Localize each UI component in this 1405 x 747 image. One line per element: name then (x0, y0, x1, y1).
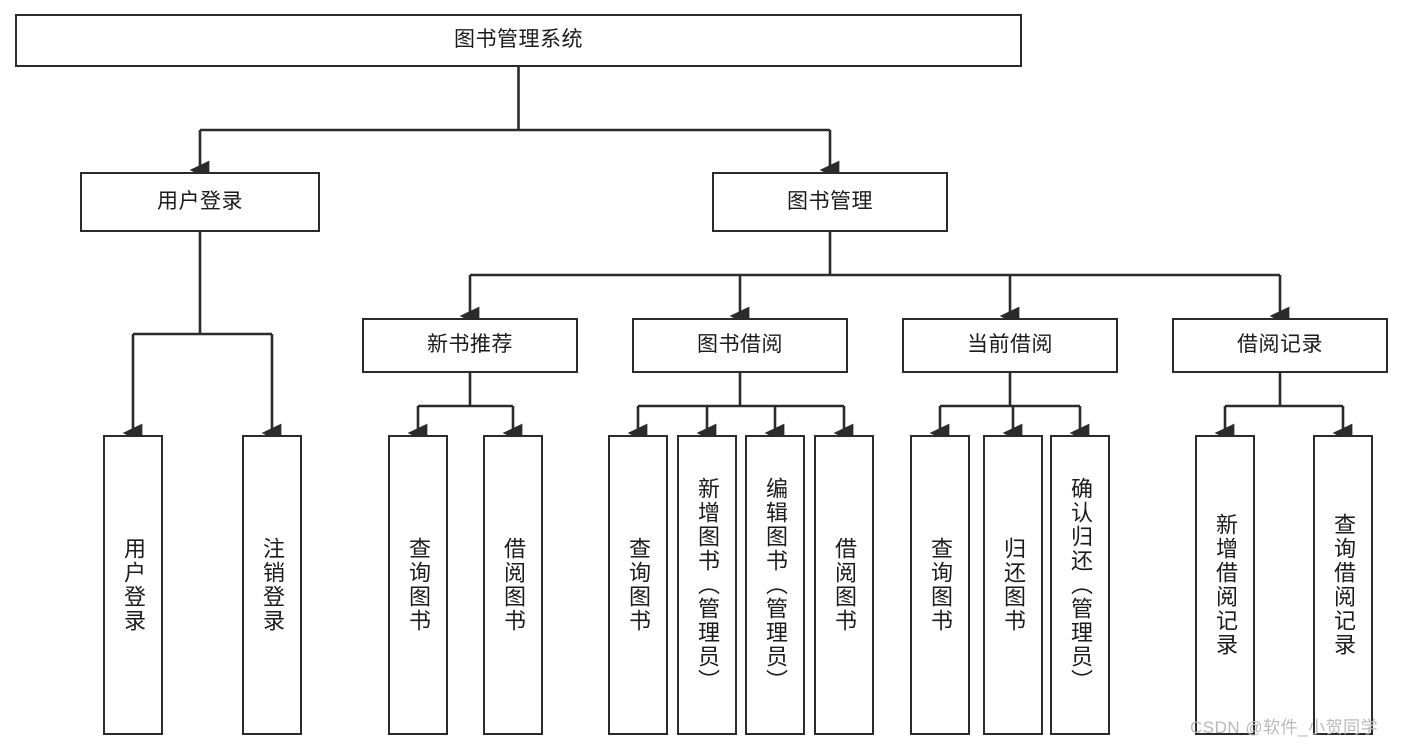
node-label: 用户登录 (157, 189, 243, 213)
node-l3-borrow-record[interactable]: 借阅记录 (1172, 318, 1388, 373)
node-label: 确认归还（管理员） (1068, 477, 1093, 693)
node-label: 新增借阅记录 (1213, 513, 1238, 657)
node-leaf-add-book[interactable]: 新增图书（管理员） (677, 435, 737, 735)
node-label: 查询图书 (928, 537, 953, 633)
node-label: 用户登录 (121, 537, 146, 633)
node-leaf-query-book-2[interactable]: 查询图书 (608, 435, 668, 735)
node-label: 查询借阅记录 (1331, 513, 1356, 657)
node-leaf-user-login[interactable]: 用户登录 (103, 435, 163, 735)
node-leaf-query-book-1[interactable]: 查询图书 (388, 435, 448, 735)
node-label: 图书借阅 (697, 333, 783, 357)
node-label: 编辑图书（管理员） (763, 477, 788, 693)
node-label: 查询图书 (406, 537, 431, 633)
node-label: 图书管理系统 (454, 28, 583, 52)
node-leaf-query-record[interactable]: 查询借阅记录 (1313, 435, 1373, 735)
node-leaf-return-book[interactable]: 归还图书 (983, 435, 1043, 735)
node-root[interactable]: 图书管理系统 (15, 14, 1022, 67)
node-label: 图书管理 (787, 189, 873, 213)
node-leaf-borrow-book-1[interactable]: 借阅图书 (483, 435, 543, 735)
node-label: 新增图书（管理员） (695, 477, 720, 693)
node-leaf-add-record[interactable]: 新增借阅记录 (1195, 435, 1255, 735)
node-label: 新书推荐 (427, 333, 513, 357)
node-label: 借阅记录 (1237, 333, 1323, 357)
node-label: 注销登录 (260, 537, 285, 633)
node-leaf-logout[interactable]: 注销登录 (242, 435, 302, 735)
node-label: 归还图书 (1001, 537, 1026, 633)
node-leaf-edit-book[interactable]: 编辑图书（管理员） (745, 435, 805, 735)
node-leaf-query-book-3[interactable]: 查询图书 (910, 435, 970, 735)
node-l3-new-book-rec[interactable]: 新书推荐 (362, 318, 578, 373)
node-l2-book-mgmt[interactable]: 图书管理 (712, 172, 948, 232)
node-l3-book-borrow[interactable]: 图书借阅 (632, 318, 848, 373)
node-label: 借阅图书 (501, 537, 526, 633)
node-label: 借阅图书 (832, 537, 857, 633)
node-label: 当前借阅 (967, 333, 1053, 357)
node-leaf-confirm-return[interactable]: 确认归还（管理员） (1050, 435, 1110, 735)
node-l2-user-login[interactable]: 用户登录 (80, 172, 320, 232)
node-label: 查询图书 (626, 537, 651, 633)
node-l3-current-borrow[interactable]: 当前借阅 (902, 318, 1118, 373)
node-leaf-borrow-book-2[interactable]: 借阅图书 (814, 435, 874, 735)
watermark-text: CSDN @软件_小贺同学 (1190, 718, 1379, 737)
